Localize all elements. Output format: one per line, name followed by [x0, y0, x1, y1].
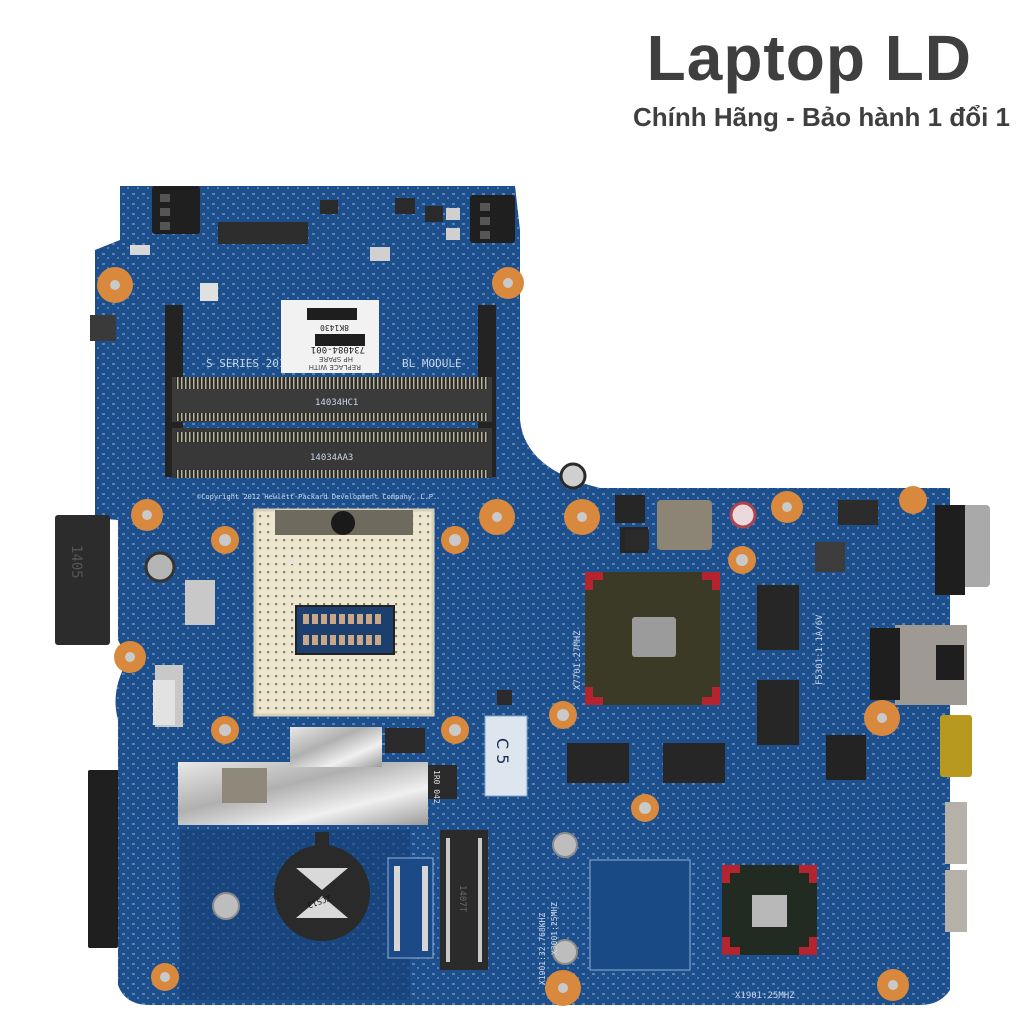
sticker-line-4: REPLACE WITH: [309, 363, 361, 371]
capacitor: [144, 551, 176, 583]
brand-subtitle: Chính Hãng - Bảo hành 1 đổi 1: [633, 102, 1010, 132]
sticker-line-3: HP SPARE: [319, 355, 353, 363]
ram-slots: 14034HC1 14034AA3: [165, 305, 496, 478]
m2-slot-label: 1407T: [457, 885, 467, 913]
vram-chip-2: [663, 743, 725, 783]
fuse-label: F5301:1.1A/6V: [815, 614, 825, 685]
vram-chip-1: [567, 743, 629, 783]
sata-odd-connector: 1405: [55, 515, 110, 645]
ram-slot-1-label: 14034HC1: [315, 398, 358, 408]
m2-slot: 1407T: [440, 830, 488, 970]
battery-connector: [152, 186, 200, 234]
usb-port-2: [945, 870, 967, 932]
standoffs: [212, 832, 578, 965]
inductor-label: 1R0 042: [432, 770, 441, 804]
gpu-crystal-label: X7701:27MHZ: [573, 630, 583, 690]
brand-header: Laptop LD Chính Hãng - Bảo hành 1 đổi 1: [633, 22, 1010, 134]
rtc-crystal-label: X1901:32.768KHZ: [538, 913, 547, 985]
hdmi-port: [940, 715, 972, 777]
ram-slot-2-label: 14034AA3: [310, 453, 353, 463]
pch-crystal-label: X3001:25MHZ: [550, 902, 559, 955]
sticker-line-2: 734084-001: [311, 344, 365, 354]
sata-connector-label: 1405: [68, 545, 84, 579]
warranty-sticker-text: C 5: [493, 738, 512, 764]
gpu-chip: [585, 572, 720, 705]
vram-chip-4: [757, 680, 799, 745]
usb-port-1: [945, 802, 967, 864]
cmos-battery-holder: ZCS13: [274, 832, 370, 941]
ram-series-left-label: S SERIES 201: [206, 357, 285, 370]
foil-shield: [178, 762, 428, 825]
copyright-silkscreen: ©Copyright 2012 Hewlett-Packard Developm…: [197, 493, 437, 501]
hp-spare-sticker: 8K1430 734084-001 HP SPARE REPLACE WITH: [281, 300, 379, 373]
fan-connector: [470, 195, 515, 243]
vram-chip-3: [757, 585, 799, 650]
hdd-connector: [88, 770, 118, 948]
warranty-sticker: C 5: [484, 715, 528, 797]
brand-title: Laptop LD: [646, 22, 972, 94]
sticker-line-1: 8K1430: [320, 323, 349, 332]
pch-chip: [722, 865, 817, 955]
bottom-crystal-label: X1901:25MHZ: [735, 991, 795, 1001]
cpu-socket: [253, 508, 435, 717]
ram-series-right-label: BL MODULE: [402, 357, 462, 370]
